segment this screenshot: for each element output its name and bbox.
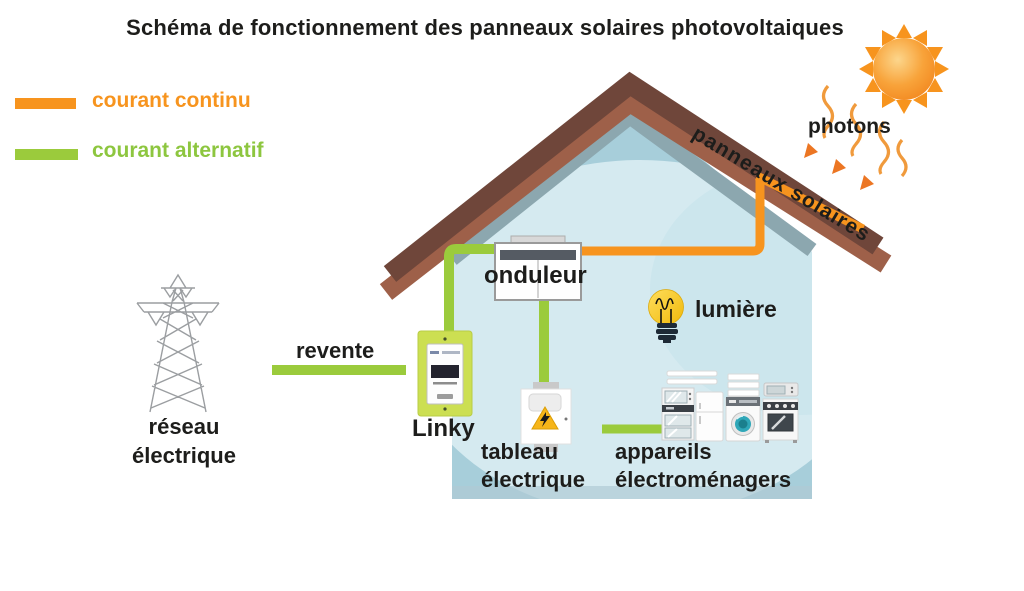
appliances-label: appareils électroménagers: [615, 438, 791, 494]
resale-label: revente: [296, 338, 375, 363]
appliances-icon: [661, 370, 799, 443]
electrical-panel-label-line2: électrique: [481, 467, 585, 492]
power-tower-icon: [136, 273, 220, 413]
photon-arrows-icon: [804, 84, 908, 190]
photons-label: photons: [808, 115, 891, 138]
linky-label: Linky: [412, 415, 475, 442]
appliances-label-line1: appareils: [615, 439, 712, 464]
appliances-label-line2: électroménagers: [615, 467, 792, 492]
dc-color-swatch: [15, 98, 76, 109]
light-label: lumière: [695, 296, 777, 322]
fridge-icon: [695, 391, 724, 442]
ac-wire-inverter-linky: [444, 244, 497, 338]
solar-panel-icon: [754, 171, 866, 234]
sun-icon: [859, 24, 949, 114]
oven-icon: [661, 387, 695, 441]
dc-wire: [581, 180, 765, 256]
legend-ac-label: courant alternatif: [92, 139, 264, 162]
grid-label: réseau électrique: [108, 412, 260, 470]
electrical-panel-label-line1: tableau: [481, 439, 559, 464]
grid-label-line2: électrique: [132, 443, 236, 468]
legend-dc-label: courant continu: [92, 89, 251, 112]
linky-meter-icon: [417, 330, 473, 417]
ac-wires: [272, 244, 663, 434]
stove-icon: [762, 382, 799, 443]
inverter-icon: [494, 235, 582, 301]
ac-color-swatch: [15, 149, 78, 160]
lightbulb-icon: [648, 289, 684, 343]
grid-label-line1: réseau: [148, 414, 220, 439]
warning-icon: [531, 406, 559, 430]
diagram-title: Schéma de fonctionnement des panneaux so…: [126, 15, 844, 40]
electrical-panel-icon: [520, 382, 572, 452]
electrical-panel-label: tableau électrique: [481, 438, 585, 494]
washing-machine-icon: [725, 396, 761, 442]
inverter-label: onduleur: [484, 262, 587, 289]
